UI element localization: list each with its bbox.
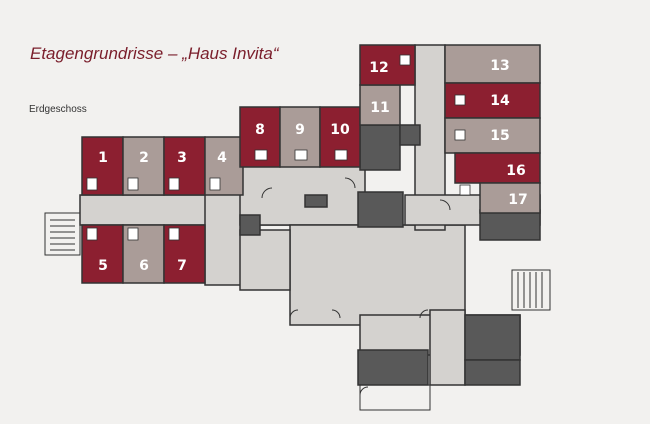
room-label-12: 12 <box>369 60 388 76</box>
room-label-2: 2 <box>139 150 149 166</box>
service-area-c <box>357 191 404 228</box>
room-label-6: 6 <box>139 258 149 274</box>
room-label-5: 5 <box>98 258 108 274</box>
room-label-9: 9 <box>295 122 305 138</box>
south-wing-corridor <box>429 309 466 386</box>
service-area-w <box>239 214 261 236</box>
service-area-c2 <box>304 194 328 208</box>
service-area-east-stair <box>479 209 541 241</box>
room-label-13: 13 <box>490 58 509 74</box>
room-label-1: 1 <box>98 150 108 166</box>
lower-hall <box>239 229 291 291</box>
staircase-west <box>44 212 81 256</box>
room-17 <box>479 182 541 214</box>
guest-rooms <box>81 44 541 284</box>
service-area-nw <box>359 124 401 171</box>
service-area-s3 <box>464 359 521 386</box>
room-label-10: 10 <box>330 122 350 138</box>
room-13 <box>444 44 541 84</box>
service-area-n <box>399 124 421 146</box>
room-label-16: 16 <box>506 163 525 179</box>
room-label-17: 17 <box>508 192 527 208</box>
room-label-11: 11 <box>370 100 389 116</box>
staircase-east <box>511 269 551 311</box>
staircase-south <box>359 384 431 411</box>
door-marks <box>261 177 451 396</box>
floor-label: Erdgeschoss <box>29 104 87 115</box>
room-labels: 1 2 3 4 5 6 7 8 9 10 11 12 13 14 15 16 1… <box>98 58 528 274</box>
room-label-8: 8 <box>255 122 265 138</box>
room-label-3: 3 <box>177 150 187 166</box>
page-title: Etagengrundrisse – „Haus Invita“ <box>30 44 279 63</box>
service-area-s2 <box>464 314 521 361</box>
room-16 <box>454 152 541 184</box>
room-label-14: 14 <box>490 93 510 109</box>
room-label-7: 7 <box>177 258 187 274</box>
service-areas <box>239 124 541 386</box>
service-area-s1 <box>357 349 429 386</box>
bathroom-fixtures <box>86 54 471 241</box>
room-label-4: 4 <box>217 150 227 166</box>
room-label-15: 15 <box>490 128 509 144</box>
room-11 <box>359 84 401 126</box>
